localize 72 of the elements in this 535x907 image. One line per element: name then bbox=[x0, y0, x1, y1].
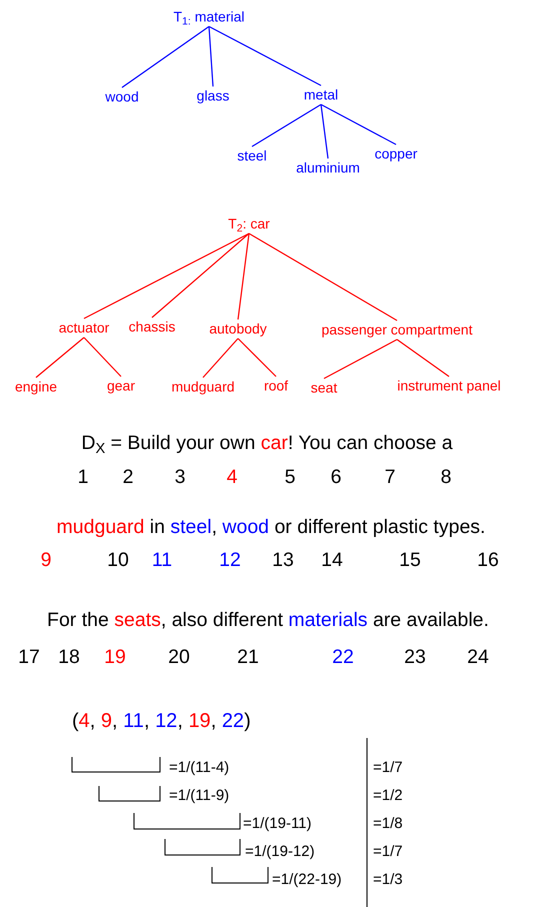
sentence: For the seats, also different materials are available. bbox=[47, 608, 489, 632]
tree-branch bbox=[202, 338, 238, 378]
tree-node-label: engine bbox=[14, 378, 58, 396]
tree-branch bbox=[152, 233, 250, 318]
tree-node-label: instrument panel bbox=[396, 378, 502, 394]
tree-branch bbox=[208, 26, 214, 87]
word-index: 23 bbox=[404, 645, 426, 669]
tree-branch bbox=[396, 339, 450, 377]
word-index: 18 bbox=[58, 645, 80, 669]
formula: =1/(22-19) bbox=[272, 871, 342, 889]
tree-node-label: T$_{1:}$ material bbox=[172, 8, 246, 26]
word-index: 6 bbox=[330, 465, 342, 489]
tree-node-label: roof bbox=[262, 378, 290, 394]
formula: =1/(11-4) bbox=[169, 759, 230, 777]
tree-branch bbox=[320, 104, 396, 146]
word-index: 1 bbox=[78, 465, 88, 489]
index-tuple: (4, 9, 11, 12, 19, 22) bbox=[72, 709, 251, 733]
tree-node-label: seat bbox=[310, 380, 338, 396]
tree-branch bbox=[36, 337, 84, 378]
tree-node-label: wood bbox=[104, 88, 140, 106]
tree-branch bbox=[122, 26, 210, 88]
word-index: 22 bbox=[332, 645, 354, 669]
tree-branch bbox=[320, 104, 329, 159]
word-index: 12 bbox=[219, 548, 241, 572]
word-index: 19 bbox=[104, 645, 126, 669]
tree-node-label: passenger compartment bbox=[320, 322, 474, 338]
formula: =1/7 bbox=[373, 759, 403, 777]
tree-branch bbox=[238, 338, 276, 377]
word-index: 15 bbox=[399, 548, 421, 572]
formula: =1/3 bbox=[373, 871, 403, 889]
word-index: 4 bbox=[226, 465, 238, 489]
word-index: 7 bbox=[384, 465, 396, 489]
formula: =1/2 bbox=[373, 787, 403, 805]
word-index: 13 bbox=[272, 548, 294, 572]
formula: =1/7 bbox=[373, 843, 403, 861]
word-index: 3 bbox=[174, 465, 186, 489]
tree-node-label: mudguard bbox=[170, 378, 236, 396]
tree-node-label: actuator bbox=[58, 320, 110, 336]
tree-node-label: metal bbox=[302, 86, 340, 104]
tree-branch bbox=[84, 337, 122, 377]
tree-node-label: steel bbox=[236, 148, 268, 164]
tree-node-label: aluminium bbox=[295, 160, 361, 176]
word-index: 16 bbox=[477, 548, 499, 572]
tree-branch bbox=[324, 338, 398, 380]
tree-node-label: T$_{2}$: car bbox=[227, 216, 271, 232]
word-index: 24 bbox=[467, 645, 489, 669]
sentence: D$_{X}$ = Build your own car! You can choose a bbox=[81, 431, 453, 455]
tree-branch bbox=[208, 26, 322, 86]
tree-branch bbox=[252, 104, 322, 148]
word-index: 21 bbox=[237, 645, 259, 669]
tree-node-label: glass bbox=[196, 88, 230, 104]
word-index: 10 bbox=[107, 548, 129, 572]
tree-node-label: copper bbox=[374, 146, 418, 162]
formula: =1/(19-12) bbox=[245, 843, 315, 861]
word-index: 8 bbox=[440, 465, 452, 489]
word-index: 14 bbox=[321, 548, 343, 572]
word-index: 5 bbox=[284, 465, 296, 489]
word-index: 17 bbox=[18, 645, 40, 669]
word-index: 2 bbox=[122, 465, 134, 489]
tree-branch bbox=[237, 233, 250, 320]
formula: =1/(11-9) bbox=[169, 787, 230, 805]
tree-branch bbox=[84, 232, 250, 320]
word-index: 11 bbox=[152, 548, 172, 572]
formula: =1/(19-11) bbox=[243, 815, 312, 833]
tree-node-label: gear bbox=[106, 378, 136, 394]
sentence: mudguard in steel, wood or different plastic types. bbox=[56, 515, 486, 539]
word-index: 9 bbox=[40, 548, 52, 572]
word-index: 20 bbox=[168, 645, 190, 669]
tree-node-label: chassis bbox=[128, 318, 176, 336]
formula: =1/8 bbox=[373, 815, 403, 833]
tree-branch bbox=[248, 232, 398, 322]
tree-node-label: autobody bbox=[208, 320, 268, 338]
